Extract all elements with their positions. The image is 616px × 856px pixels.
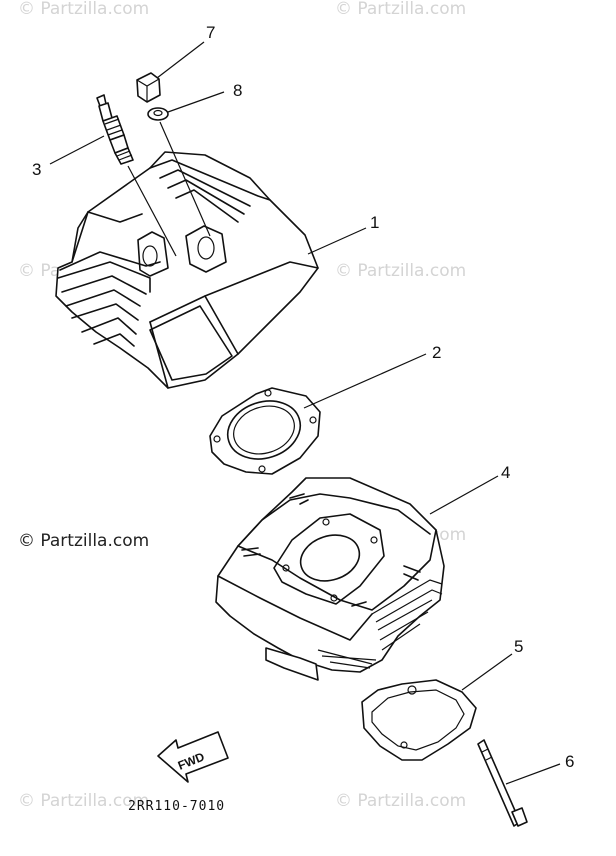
part-5-base-gasket bbox=[361, 679, 477, 761]
callout-5: 5 bbox=[514, 637, 523, 656]
callout-1: 1 bbox=[370, 213, 379, 232]
part-1-cylinder-head bbox=[55, 151, 319, 389]
watermark-layer: © Partzilla.com © Partzilla.com © Partzi… bbox=[18, 0, 466, 811]
part-3-spark-plug bbox=[96, 94, 134, 165]
callout-4: 4 bbox=[501, 463, 510, 482]
watermark: © Partzilla.com bbox=[335, 261, 466, 281]
watermark: © Partzilla.com bbox=[335, 791, 466, 811]
part-8-washer bbox=[147, 107, 169, 121]
fwd-arrow: FWD bbox=[157, 731, 229, 783]
diagram-code: 2RR110-7010 bbox=[128, 799, 225, 814]
callouts: 7 8 3 1 2 4 5 6 bbox=[32, 23, 574, 771]
watermark: © Partzilla.com bbox=[335, 0, 466, 19]
callout-7: 7 bbox=[206, 23, 215, 42]
callout-2: 2 bbox=[432, 343, 441, 362]
leader-lines bbox=[49, 41, 561, 785]
callout-3: 3 bbox=[32, 160, 41, 179]
watermark: © Partzilla.com bbox=[18, 791, 149, 811]
watermark-dark: © Partzilla.com bbox=[18, 531, 149, 551]
part-4-cylinder bbox=[215, 477, 445, 681]
watermark: © Partzilla.com bbox=[18, 0, 149, 19]
part-6-stud-bolt bbox=[477, 739, 528, 827]
callout-8: 8 bbox=[233, 81, 242, 100]
part-7-cap-nut bbox=[136, 72, 161, 103]
callout-6: 6 bbox=[565, 752, 574, 771]
part-2-head-gasket bbox=[209, 387, 321, 475]
